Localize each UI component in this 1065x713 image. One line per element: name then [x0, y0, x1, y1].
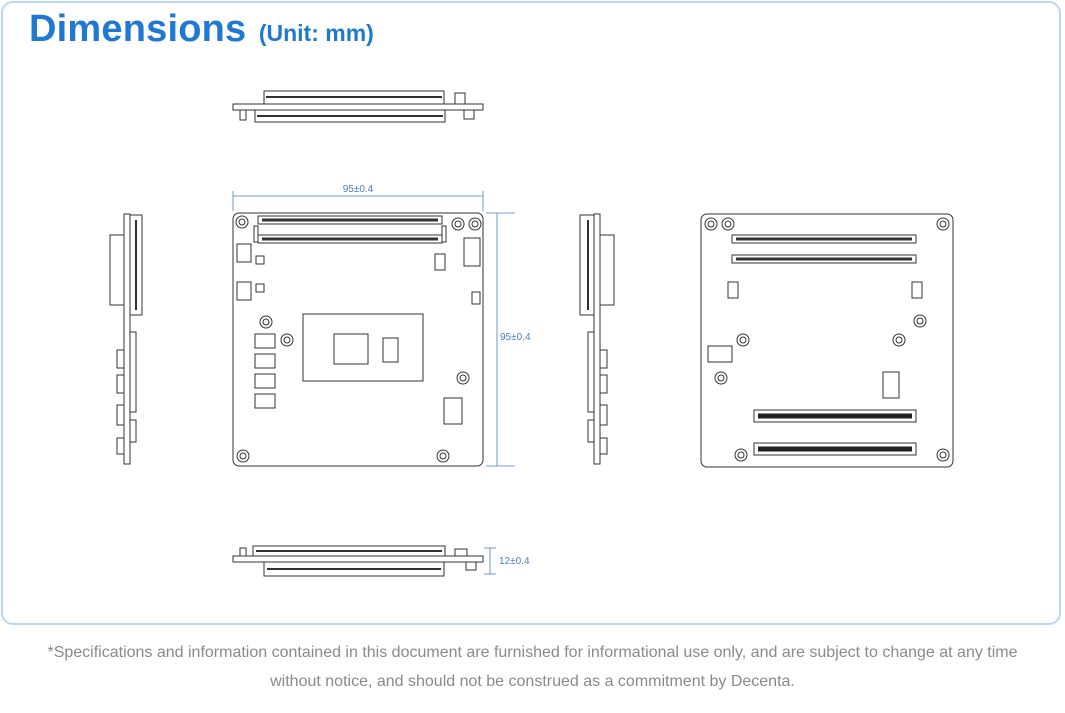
left-side-view	[109, 213, 143, 465]
disclaimer-line-2: without notice, and should not be constr…	[270, 673, 795, 690]
thickness-dimension-label: 12±0.4	[499, 556, 530, 567]
section-title: Dimensions (Unit: mm)	[29, 8, 374, 51]
bottom-edge-view	[232, 545, 484, 577]
height-dimension-label: 95±0.4	[500, 332, 531, 343]
title-text: Dimensions	[29, 8, 247, 50]
width-dimension-label: 95±0.4	[343, 184, 374, 195]
board-front-view	[232, 212, 484, 467]
top-edge-view	[232, 90, 484, 123]
board-back-view	[700, 213, 954, 468]
disclaimer-line-1: *Specifications and information containe…	[47, 644, 1018, 661]
unit-text: (Unit: mm)	[258, 20, 374, 46]
right-side-view	[579, 213, 615, 465]
disclaimer: *Specifications and information containe…	[0, 638, 1065, 696]
